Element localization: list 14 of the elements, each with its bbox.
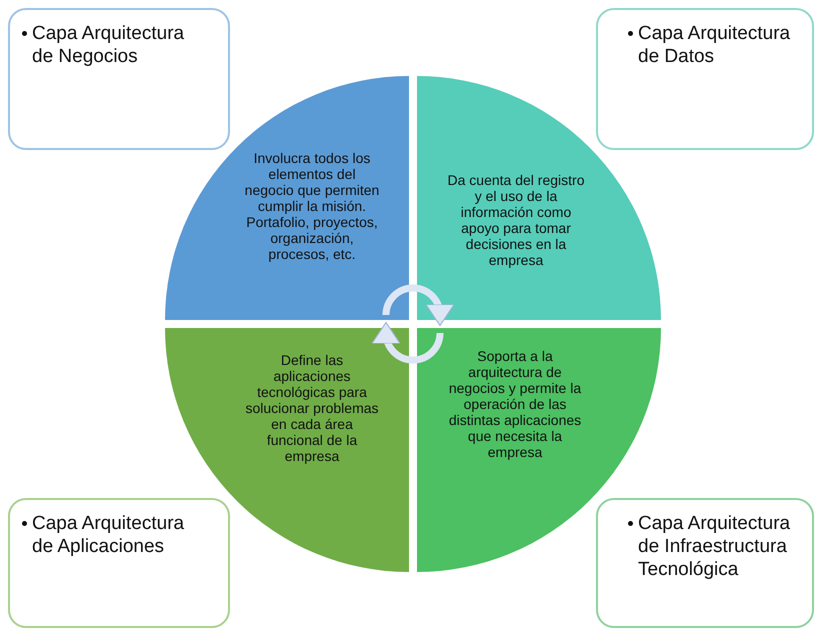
quadrant-text: Involucra todos los elementos del negocio que permiten cumplir la misión. Portafolio, proyectos, organización, procesos, etc. (244, 150, 380, 262)
layer-title: Capa Arquitectura de Aplicaciones (32, 512, 186, 558)
quadrant-text: Soporta a la arquitectura de negocios y permite la operación de las distintas aplicaciones que necesita la empresa (448, 348, 582, 460)
layer-card (596, 8, 814, 150)
quadrant-text: Define las aplicaciones tecnológicas para solucionar problemas en cada área funcional de la empresa (244, 352, 380, 464)
layer-card (8, 8, 230, 150)
layer-title: Capa Arquitectura de Negocios (32, 22, 186, 68)
layer-title: Capa Arquitectura de Infraestructura Tecnológica (638, 512, 792, 581)
cycle-arrow (382, 284, 454, 326)
layer-card (8, 498, 230, 628)
layer-title: Capa Arquitectura de Datos (638, 22, 792, 68)
quadrant-text: Da cuenta del registro y el uso de la información como apoyo para tomar decisiones en la empresa (446, 172, 586, 268)
cycle-arrow (372, 322, 444, 364)
layer-card (596, 498, 814, 628)
